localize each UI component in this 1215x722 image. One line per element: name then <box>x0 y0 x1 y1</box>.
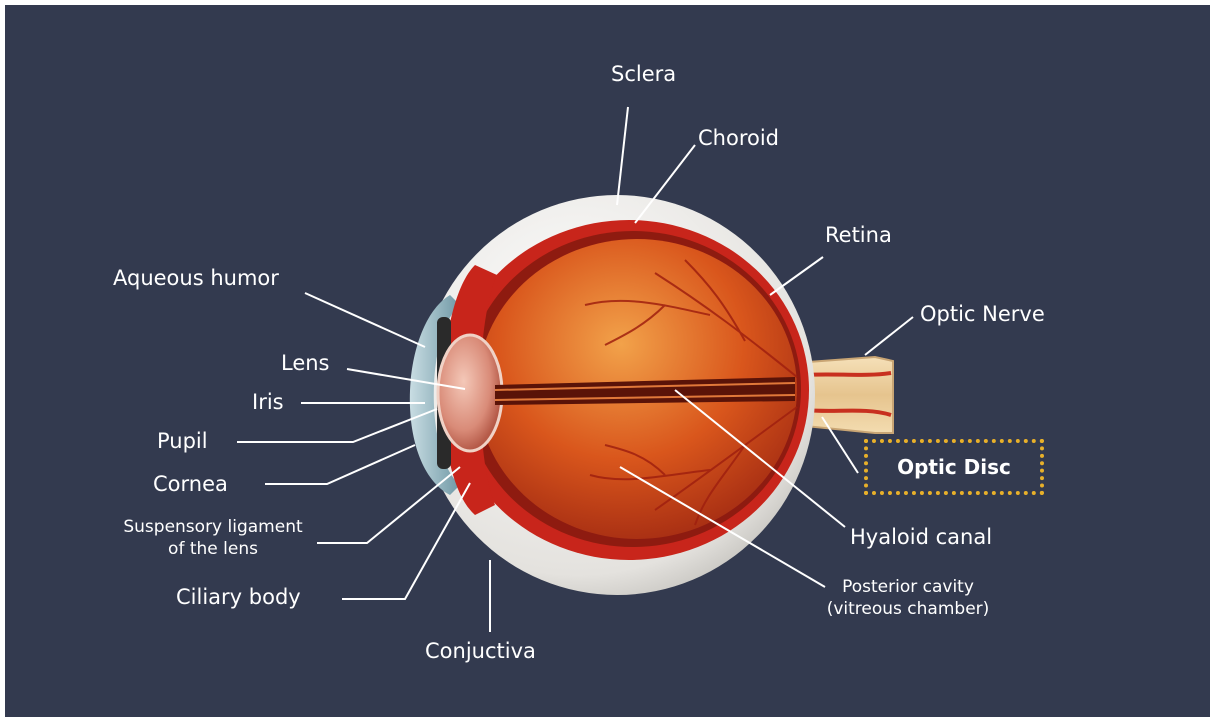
label-suspensory-line2: of the lens <box>97 538 329 560</box>
label-suspensory-ligament: Suspensory ligament of the lens <box>97 516 329 560</box>
label-iris: Iris <box>252 390 284 414</box>
label-lens: Lens <box>281 351 330 375</box>
label-optic-disc: Optic Disc <box>868 443 1040 491</box>
label-optic-nerve: Optic Nerve <box>920 302 1045 326</box>
label-sclera: Sclera <box>611 62 676 86</box>
label-choroid: Choroid <box>698 126 779 150</box>
lens-shape <box>438 335 502 451</box>
label-ciliary-body: Ciliary body <box>176 585 301 609</box>
label-conjuctiva: Conjuctiva <box>425 639 536 663</box>
label-retina: Retina <box>825 223 892 247</box>
optic-disc-highlight-box: Optic Disc <box>864 439 1044 495</box>
eye-anatomy-illustration <box>5 5 1210 717</box>
label-posterior-cavity-line2: (vitreous chamber) <box>813 598 1003 620</box>
label-posterior-cavity: Posterior cavity (vitreous chamber) <box>813 576 1003 620</box>
label-aqueous-humor: Aqueous humor <box>113 266 279 290</box>
diagram-canvas: Sclera Choroid Retina Optic Nerve Optic … <box>5 5 1210 717</box>
label-cornea: Cornea <box>153 472 228 496</box>
label-posterior-cavity-line1: Posterior cavity <box>813 576 1003 598</box>
label-suspensory-line1: Suspensory ligament <box>97 516 329 538</box>
label-pupil: Pupil <box>157 429 208 453</box>
label-hyaloid-canal: Hyaloid canal <box>850 525 992 549</box>
